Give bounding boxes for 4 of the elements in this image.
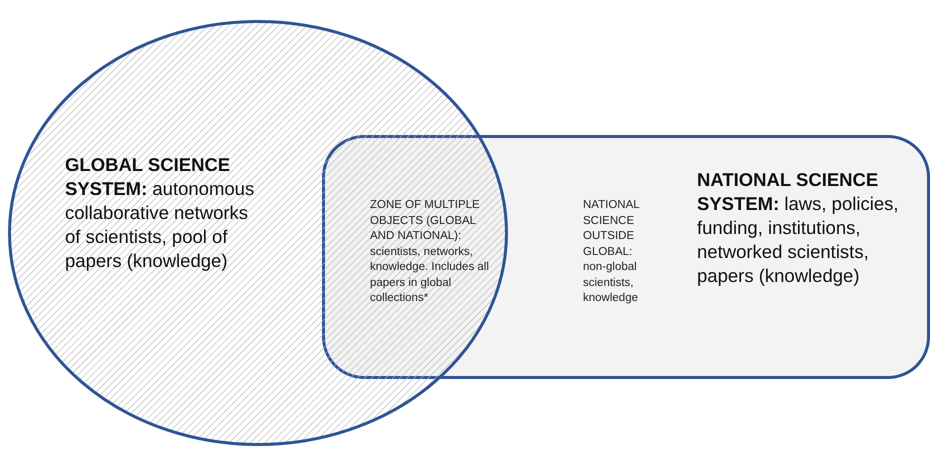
region-label: ZONE OF MULTIPLE OBJECTS (GLOBAL AND NATIONAL): scientists, networks, knowledge. Includes all papers in global collections* (370, 198, 490, 306)
region-label: NATIONAL SCIENCE OUTSIDE GLOBAL: non-global scientists, knowledge (583, 198, 640, 306)
node-text: NATIONAL SCIENCE SYSTEM: laws, policies, funding, institutions, networked scientists, papers (knowledge) (697, 168, 900, 288)
node-text: GLOBAL SCIENCE SYSTEM: autonomous collaborative networks of scientists, pool of papers (knowledge) (65, 153, 256, 273)
